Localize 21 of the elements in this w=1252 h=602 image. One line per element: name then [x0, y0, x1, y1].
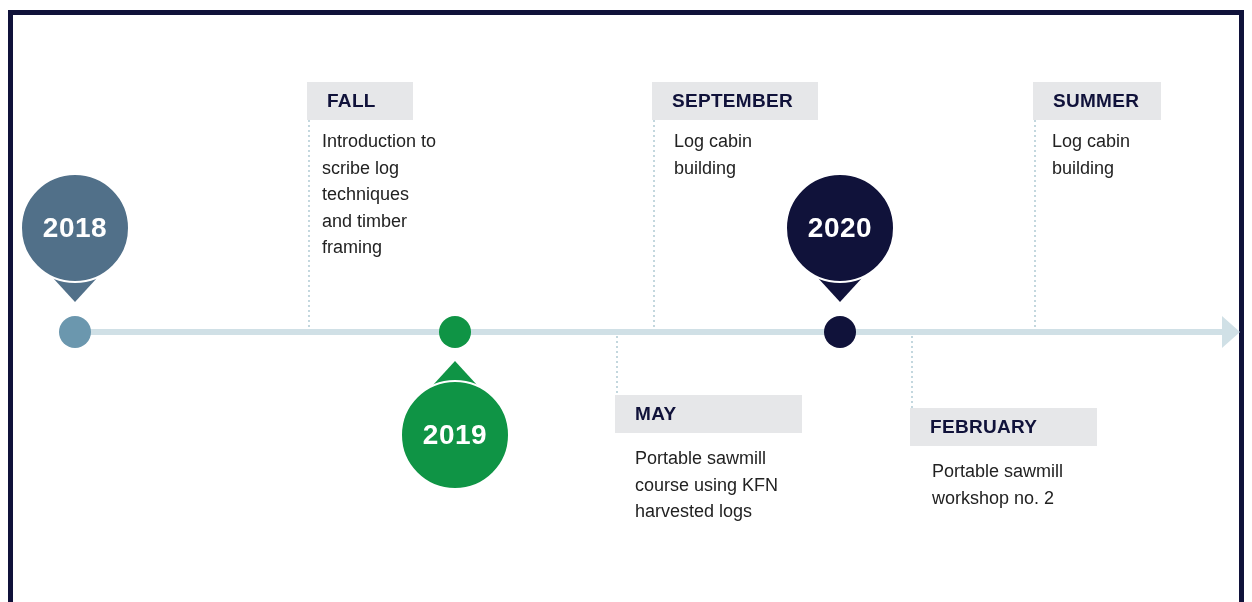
period-heading: FALL [307, 82, 413, 120]
year-marker [786, 174, 894, 304]
period-heading: MAY [615, 395, 802, 433]
period-heading: SUMMER [1033, 82, 1161, 120]
period-heading: FEBRUARY [910, 408, 1097, 446]
leader-line [911, 335, 913, 409]
year-label: 2019 [421, 418, 489, 452]
event-description: Log cabin building [674, 130, 754, 180]
period-heading: SEPTEMBER [652, 82, 818, 120]
leader-line [308, 119, 310, 330]
year-label: 2018 [41, 211, 109, 245]
event-description: Portable sawmill workshop no. 2 [932, 460, 1065, 510]
year-marker [21, 174, 129, 304]
event-description: Introduction to scribe log techniques and timber framing [322, 130, 438, 259]
event-description: Log cabin building [1052, 130, 1132, 180]
leader-line [616, 335, 618, 396]
year-label: 2020 [806, 211, 874, 245]
year-marker [401, 359, 509, 489]
leader-line [1034, 119, 1036, 330]
leader-line [653, 119, 655, 330]
event-description: Portable sawmill course using KFN harvested logs [635, 447, 780, 523]
